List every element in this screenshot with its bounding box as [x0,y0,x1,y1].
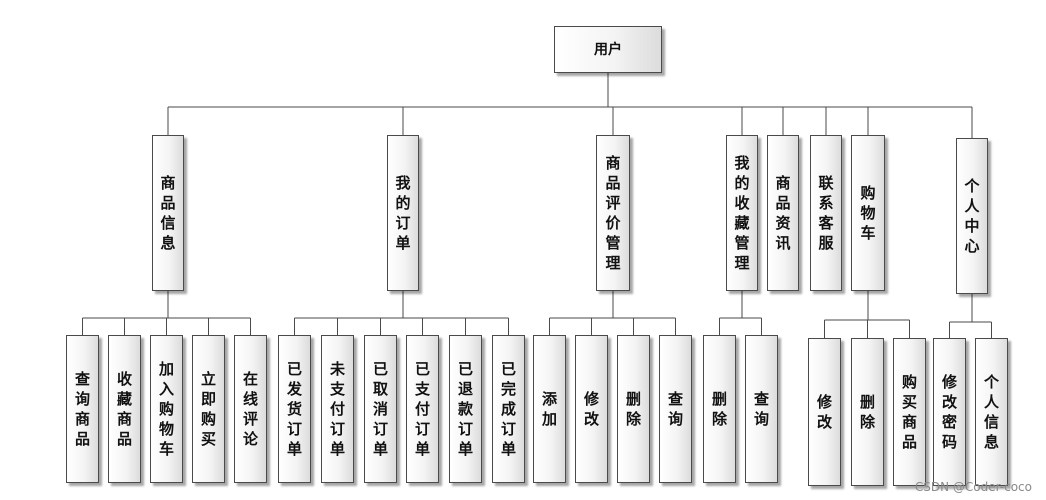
leaf-label: 删除 [711,390,727,428]
leaf-label: 修改密码 [941,373,957,451]
module-node-product-info: 商品信息 [152,135,184,291]
leaf-node: 已取消订单 [364,335,397,483]
leaf-label: 购买商品 [901,373,917,451]
leaf-node: 删除 [703,335,736,483]
leaf-label: 加入购物车 [158,360,174,458]
leaf-label: 查询商品 [74,370,90,448]
leaf-node: 添加 [533,335,566,483]
module-node-shopping-cart: 购物车 [851,135,885,291]
module-label: 我的订单 [395,174,411,252]
leaf-node: 收藏商品 [108,335,141,483]
leaf-node: 购买商品 [893,338,926,486]
module-label: 商品信息 [160,174,176,252]
leaf-label: 收藏商品 [116,370,132,448]
leaf-node: 删除 [617,335,650,483]
module-node-review-management: 商品评价管理 [596,135,630,291]
module-node-product-news: 商品资讯 [767,135,799,291]
root-node: 用户 [554,26,662,73]
leaf-node: 查询商品 [66,335,99,483]
leaf-node: 已发货订单 [278,335,311,483]
module-node-my-orders: 我的订单 [387,135,419,291]
module-node-personal-center: 个人中心 [956,138,988,294]
module-label: 个人中心 [964,177,980,255]
leaf-node: 已完成订单 [492,335,525,483]
leaf-node: 修改密码 [933,338,966,486]
module-node-favorites-management: 我的收藏管理 [726,135,758,291]
watermark: CSDN @Coder-coco [914,480,1032,494]
leaf-label: 查询 [667,390,683,428]
leaf-label: 已取消订单 [372,360,388,458]
leaf-label: 未支付订单 [329,360,345,458]
leaf-node: 个人信息 [975,338,1008,486]
leaf-label: 查询 [753,390,769,428]
leaf-node: 在线评论 [234,335,267,483]
module-label: 购物车 [860,184,876,242]
leaf-label: 删除 [859,393,875,431]
leaf-label: 立即购买 [200,370,216,448]
leaf-node: 已退款订单 [449,335,482,483]
root-label: 用户 [594,41,622,58]
module-label: 我的收藏管理 [734,154,750,272]
leaf-label: 修改 [583,390,599,428]
leaf-label: 删除 [625,390,641,428]
module-node-customer-service: 联系客服 [810,135,842,291]
leaf-label: 添加 [541,390,557,428]
module-label: 联系客服 [818,174,834,252]
leaf-node: 查询 [745,335,778,483]
leaf-node: 已支付订单 [406,335,439,483]
leaf-label: 在线评论 [242,370,258,448]
module-label: 商品资讯 [775,174,791,252]
leaf-node: 查询 [659,335,692,483]
leaf-node: 修改 [808,338,841,486]
leaf-label: 已完成订单 [500,360,516,458]
leaf-label: 已发货订单 [286,360,302,458]
leaf-label: 已退款订单 [457,360,473,458]
leaf-node: 未支付订单 [321,335,354,483]
leaf-node: 删除 [851,338,884,486]
module-label: 商品评价管理 [605,154,621,272]
leaf-label: 修改 [816,393,832,431]
leaf-node: 立即购买 [192,335,225,483]
leaf-node: 加入购物车 [150,335,183,483]
leaf-node: 修改 [575,335,608,483]
leaf-label: 个人信息 [983,373,999,451]
leaf-label: 已支付订单 [414,360,430,458]
